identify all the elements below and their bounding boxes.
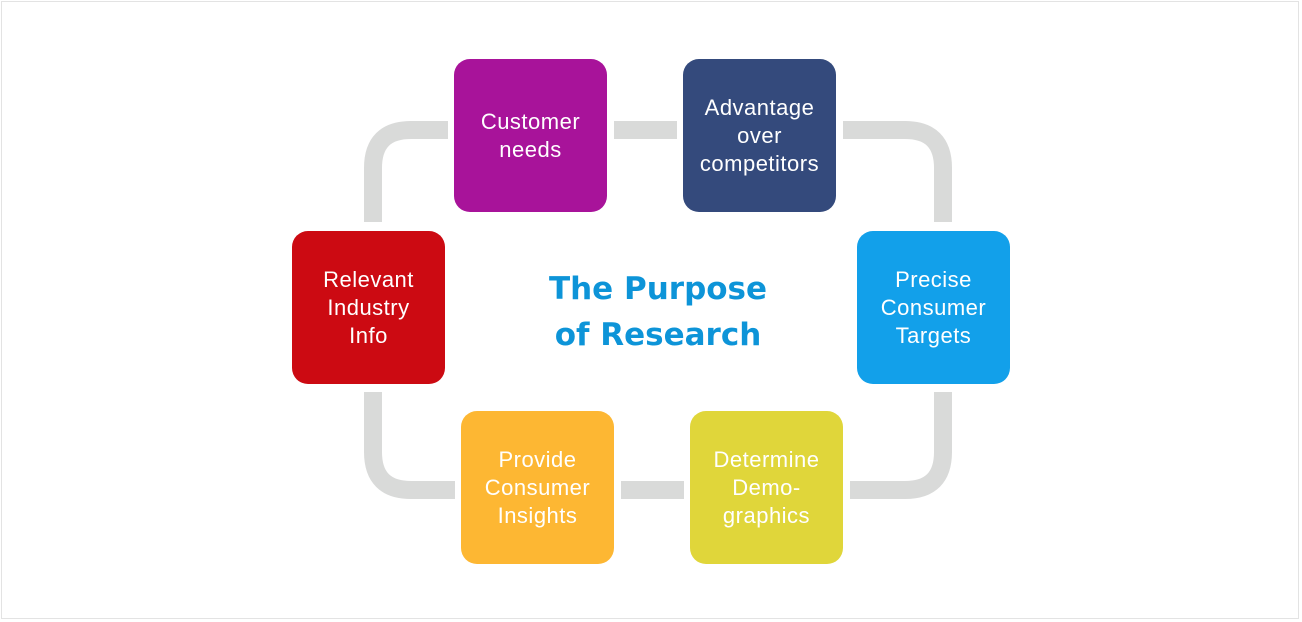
- node-advantage-over-competitors: Advantage over competitors: [683, 59, 836, 212]
- node-label: Precise Consumer Targets: [880, 266, 987, 348]
- connector-top-left: [364, 121, 448, 222]
- connector-group: [364, 121, 952, 499]
- connector-bottom-right: [850, 392, 952, 499]
- node-precise-consumer-targets: Precise Consumer Targets: [857, 231, 1010, 384]
- connector-bottom-left: [364, 392, 455, 499]
- node-relevant-industry-info: Relevant Industry Info: [292, 231, 445, 384]
- node-customer-needs: Customer needs: [454, 59, 607, 212]
- node-label: Relevant Industry Info: [323, 266, 414, 348]
- connector-top-right: [843, 121, 952, 222]
- node-determine-demographics: Determine Demo- graphics: [690, 411, 843, 564]
- diagram-title: The Purpose of Research: [548, 271, 768, 353]
- node-provide-consumer-insights: Provide Consumer Insights: [461, 411, 614, 564]
- node-label: Provide Consumer Insights: [484, 446, 591, 528]
- node-label: Customer needs: [480, 108, 581, 162]
- node-label: Advantage over competitors: [699, 94, 820, 176]
- node-label: Determine Demo- graphics: [713, 446, 820, 528]
